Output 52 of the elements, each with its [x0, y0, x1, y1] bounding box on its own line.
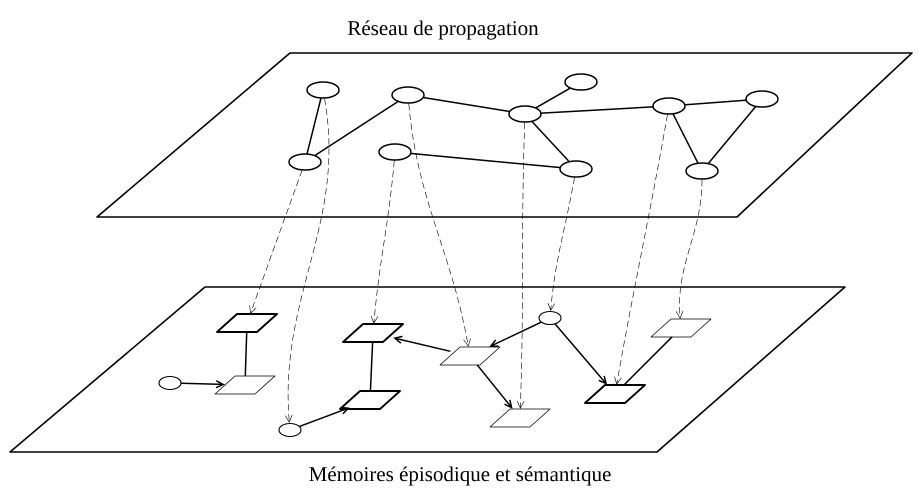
- parallelogram-node: [216, 313, 278, 333]
- arrow: [516, 122, 525, 409]
- arrow: [249, 170, 302, 314]
- ellipse-node: [685, 162, 719, 180]
- parallelogram-node: [339, 390, 401, 410]
- parallelogram-node: [214, 376, 276, 394]
- ellipse-node: [538, 310, 562, 326]
- ellipse-node: [391, 86, 425, 104]
- ellipse-node: [508, 105, 542, 123]
- connector-line: [410, 152, 560, 168]
- connector-line: [684, 100, 746, 106]
- parallelogram-node: [342, 323, 404, 343]
- connector-line: [623, 336, 673, 386]
- connector-line: [423, 96, 510, 112]
- ellipse-node: [745, 90, 779, 108]
- ellipse-node: [278, 422, 302, 438]
- plane: Mémoires épisodique et sémantique: [9, 286, 846, 486]
- ellipse-node: [378, 143, 412, 161]
- arrow: [554, 324, 608, 385]
- node-label: Mémoires épisodique et sémantique: [309, 466, 611, 486]
- ellipse-node: [306, 81, 340, 99]
- plane: Réseau de propagation: [96, 20, 913, 218]
- arrow: [489, 322, 542, 347]
- arrow: [614, 114, 668, 385]
- parallelogram-node: [650, 318, 712, 338]
- ellipse-node: [564, 73, 598, 91]
- connector-line: [370, 341, 374, 392]
- arrow: [476, 364, 513, 409]
- ellipse-node: [158, 376, 182, 390]
- arrow: [676, 179, 702, 319]
- arrow: [299, 406, 350, 428]
- arrow: [370, 160, 395, 324]
- connector-line: [244, 331, 248, 377]
- arrow: [284, 98, 330, 423]
- connector-line: [314, 101, 398, 156]
- connector-line: [536, 88, 570, 108]
- arrow: [180, 380, 225, 388]
- parallelogram-node: [440, 346, 500, 366]
- arrow: [393, 336, 451, 352]
- connector-line: [306, 98, 322, 154]
- arrow: [408, 103, 471, 347]
- arrow: [548, 177, 575, 311]
- parallelogram-node: [490, 408, 550, 428]
- ellipse-node: [652, 97, 686, 115]
- connector-line: [540, 106, 654, 114]
- ellipse-node: [288, 153, 322, 171]
- ellipse-node: [559, 160, 593, 178]
- parallelogram-node: [584, 384, 646, 404]
- connector-line: [672, 114, 698, 164]
- connector-line: [532, 121, 570, 162]
- connector-line: [708, 106, 756, 164]
- node-label: Réseau de propagation: [348, 20, 538, 40]
